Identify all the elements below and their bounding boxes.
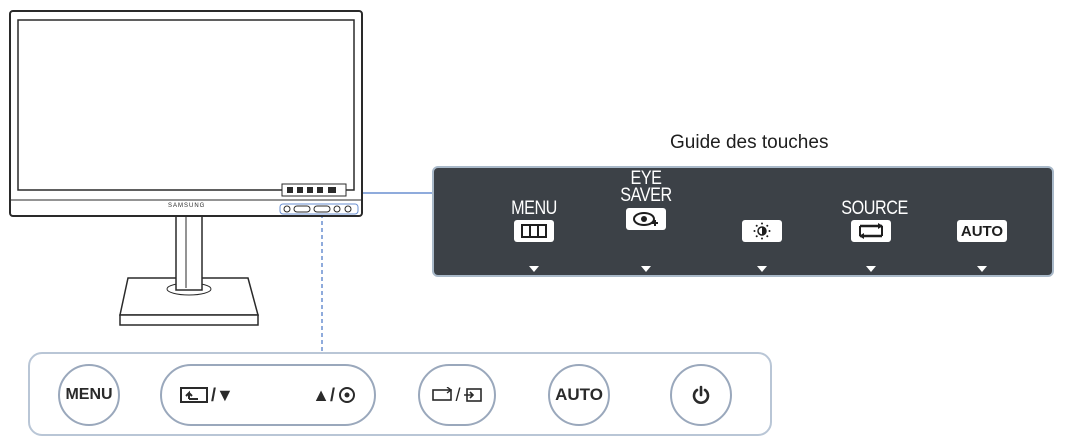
guide-key-label: SOURCE xyxy=(841,198,908,219)
mini-button-row xyxy=(279,203,359,215)
guide-key-source: SOURCE xyxy=(836,198,908,272)
guide-key-brightness xyxy=(734,200,790,272)
source-button-label: / xyxy=(455,384,461,405)
auto-chip: AUTO xyxy=(957,220,1007,242)
guide-key-label: MENU xyxy=(511,198,557,219)
source-button[interactable]: / xyxy=(418,364,496,426)
menu-grid-icon xyxy=(514,220,554,242)
brightness-target-icon xyxy=(339,387,355,403)
up-button-label: ▲/ xyxy=(312,384,335,405)
guide-key-label: EYE SAVER xyxy=(620,168,672,206)
key-guide-panel: MENU EYE SAVER xyxy=(432,166,1054,277)
guide-key-label xyxy=(738,200,786,217)
source-icon xyxy=(432,387,453,401)
monitor-brand: SAMSUNG xyxy=(168,203,206,209)
auto-button-label: AUTO xyxy=(555,385,603,404)
return-icon xyxy=(180,387,208,403)
nav-left-group[interactable]: /▼ xyxy=(180,385,234,406)
mini-key-guide xyxy=(281,183,347,197)
down-button-label: /▼ xyxy=(211,384,234,405)
source-icon xyxy=(851,220,891,242)
source-button-content: / xyxy=(431,385,482,406)
power-button[interactable] xyxy=(670,364,732,426)
arrow-down-icon xyxy=(866,266,876,272)
guide-key-eye-saver: EYE SAVER xyxy=(614,168,678,272)
input-icon xyxy=(463,388,482,402)
physical-button-panel: MENU /▼ ▲/ xyxy=(28,352,772,436)
brightness-icon xyxy=(742,220,782,242)
arrow-down-icon xyxy=(977,266,987,272)
guide-key-label xyxy=(958,200,1006,217)
up-down-pill-button[interactable]: /▼ ▲/ xyxy=(160,364,376,426)
menu-button[interactable]: MENU xyxy=(58,364,120,426)
monitor-body xyxy=(9,10,363,217)
monitor-stand xyxy=(119,215,259,326)
arrow-down-icon xyxy=(529,266,539,272)
power-icon xyxy=(692,385,710,404)
eye-saver-icon xyxy=(626,208,666,230)
guide-title: Guide des touches xyxy=(670,132,829,153)
guide-key-auto: AUTO xyxy=(954,200,1010,272)
arrow-down-icon xyxy=(641,266,651,272)
nav-right-group[interactable]: ▲/ xyxy=(312,385,356,406)
guide-key-menu: MENU xyxy=(506,198,562,272)
arrow-down-icon xyxy=(757,266,767,272)
menu-button-label: MENU xyxy=(65,386,113,403)
auto-button[interactable]: AUTO xyxy=(548,364,610,426)
